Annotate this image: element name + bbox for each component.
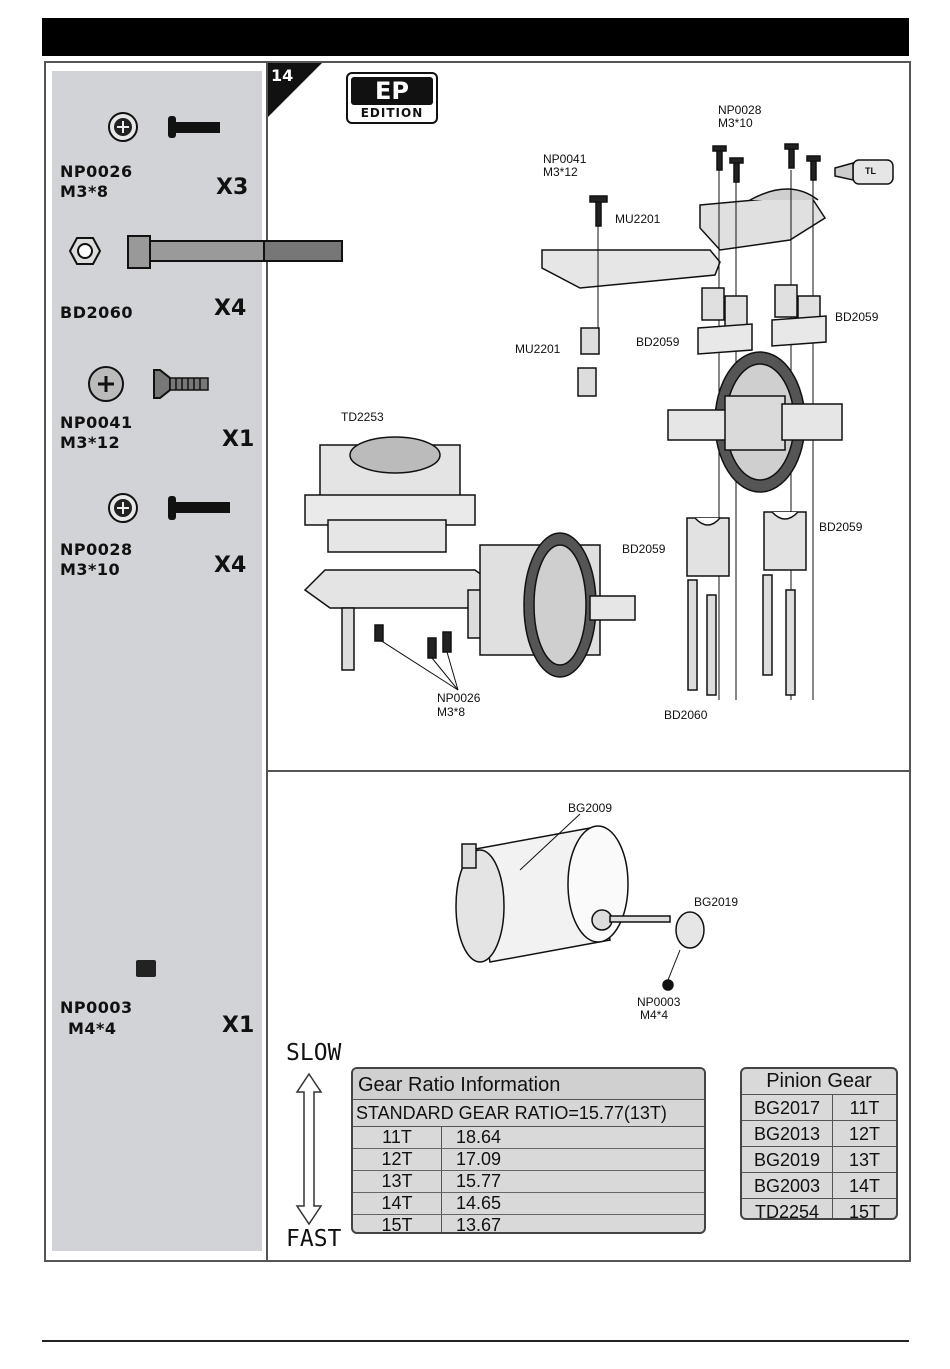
callout-np0028-code: NP0028 [718,103,762,117]
table-row: 14T 14.65 [353,1193,704,1215]
callout-bd2059-b: BD2059 [835,310,879,324]
callout-mu2201-post: MU2201 [515,342,561,356]
part-qty-bd2060: X4 [214,296,247,321]
step-badge [268,63,322,117]
part-qty-np0003: X1 [222,1013,255,1038]
callout-bd2059-d: BD2059 [622,542,666,556]
callout-np0026-size: M3*8 [437,705,466,719]
callout-np0003-size: M4*4 [640,1008,669,1022]
part-code-np0026: NP0026 [60,162,133,181]
callout-np0028-size: M3*10 [718,116,753,130]
teeth-cell: 14T [848,1176,881,1196]
footer-rule [42,1340,909,1342]
part-cell: BG2013 [742,1121,833,1146]
teeth-cell: 15T [848,1202,881,1220]
table-row: BG2019 13T [742,1147,896,1173]
table-row: BG2017 11T [742,1095,896,1121]
part-cell: BG2003 [742,1173,833,1198]
teeth-cell: 11T [353,1127,442,1148]
callout-bg2009: BG2009 [568,801,613,815]
callout-td2253: TD2253 [341,410,384,424]
parts-panel [52,71,262,1251]
part-qty-np0028: X4 [214,553,247,578]
gear-ratio-title: Gear Ratio Information [353,1069,704,1100]
ep-badge-bottom: EDITION [360,106,424,120]
slow-label: SLOW [286,1040,342,1066]
part-size-np0028: M3*10 [60,560,121,579]
callout-bg2019: BG2019 [694,895,739,909]
ratio-cell: 13.67 [456,1215,502,1234]
callout-np0003-code: NP0003 [637,995,681,1009]
table-row: 12T 17.09 [353,1149,704,1171]
callout-np0026-code: NP0026 [437,691,481,705]
part-code-bd2060: BD2060 [60,303,134,322]
pinion-gear-title: Pinion Gear [742,1069,896,1095]
callout-bd2060: BD2060 [664,708,708,722]
callout-mu2201-plate: MU2201 [615,212,661,226]
ratio-cell: 17.09 [456,1149,502,1169]
part-qty-np0026: X3 [216,175,249,200]
part-cell: TD2254 [742,1199,833,1218]
teeth-cell: 13T [353,1171,442,1192]
slow-fast-double-arrow-icon [295,1072,323,1226]
callout-thread-lock: TL [865,166,876,176]
part-size-np0026: M3*8 [60,182,109,201]
part-code-np0041: NP0041 [60,413,133,432]
np0041-screw-icon [88,366,209,402]
teeth-cell: 14T [353,1193,442,1214]
callout-np0041-code: NP0041 [543,152,587,166]
table-row: BG2003 14T [742,1173,896,1199]
motor-pinion-diagram [455,813,705,991]
part-code-np0028: NP0028 [60,540,133,559]
part-cell: BG2019 [742,1147,833,1172]
table-row: TD2254 15T [742,1199,896,1220]
np0026-screw-icon [108,112,220,142]
table-row: 15T 13.67 [353,1215,704,1234]
teeth-cell: 12T [848,1124,881,1144]
section-divider [266,770,911,772]
teeth-cell: 15T [353,1215,442,1232]
gear-ratio-table: Gear Ratio Information STANDARD GEAR RAT… [351,1067,706,1234]
ep-edition-badge: EP EDITION [346,72,438,124]
part-code-np0003: NP0003 [60,998,133,1017]
part-size-np0003: M4*4 [68,1019,117,1038]
ratio-cell: 18.64 [456,1127,502,1147]
teeth-cell: 12T [353,1149,442,1170]
panel-divider [266,61,268,1262]
np0028-screw-icon [108,493,230,523]
teeth-cell: 13T [848,1150,881,1170]
header-bar [42,18,909,56]
pinion-gear-table: Pinion Gear BG2017 11T BG2013 12T BG2019… [740,1067,898,1220]
table-row: BG2013 12T [742,1121,896,1147]
callout-bd2059-c: BD2059 [819,520,863,534]
callout-np0041-size: M3*12 [543,165,578,179]
teeth-cell: 11T [849,1098,880,1118]
table-row: 13T 15.77 [353,1171,704,1193]
part-cell: BG2017 [742,1095,833,1120]
bd2060-shaft-icon [68,235,343,269]
table-row: 11T 18.64 [353,1127,704,1149]
gear-ratio-standard: STANDARD GEAR RATIO=15.77(13T) [353,1100,704,1127]
ratio-cell: 15.77 [456,1171,502,1191]
part-qty-np0041: X1 [222,427,255,452]
part-size-np0041: M3*12 [60,433,121,452]
np0003-grub-screw-icon [136,960,156,977]
fast-label: FAST [286,1226,342,1252]
callout-bd2059-a: BD2059 [636,335,680,349]
ratio-cell: 14.65 [456,1193,502,1213]
gearbox-exploded-diagram [303,143,894,700]
step-number: 14 [271,66,294,85]
ep-badge-top: EP [351,77,433,105]
